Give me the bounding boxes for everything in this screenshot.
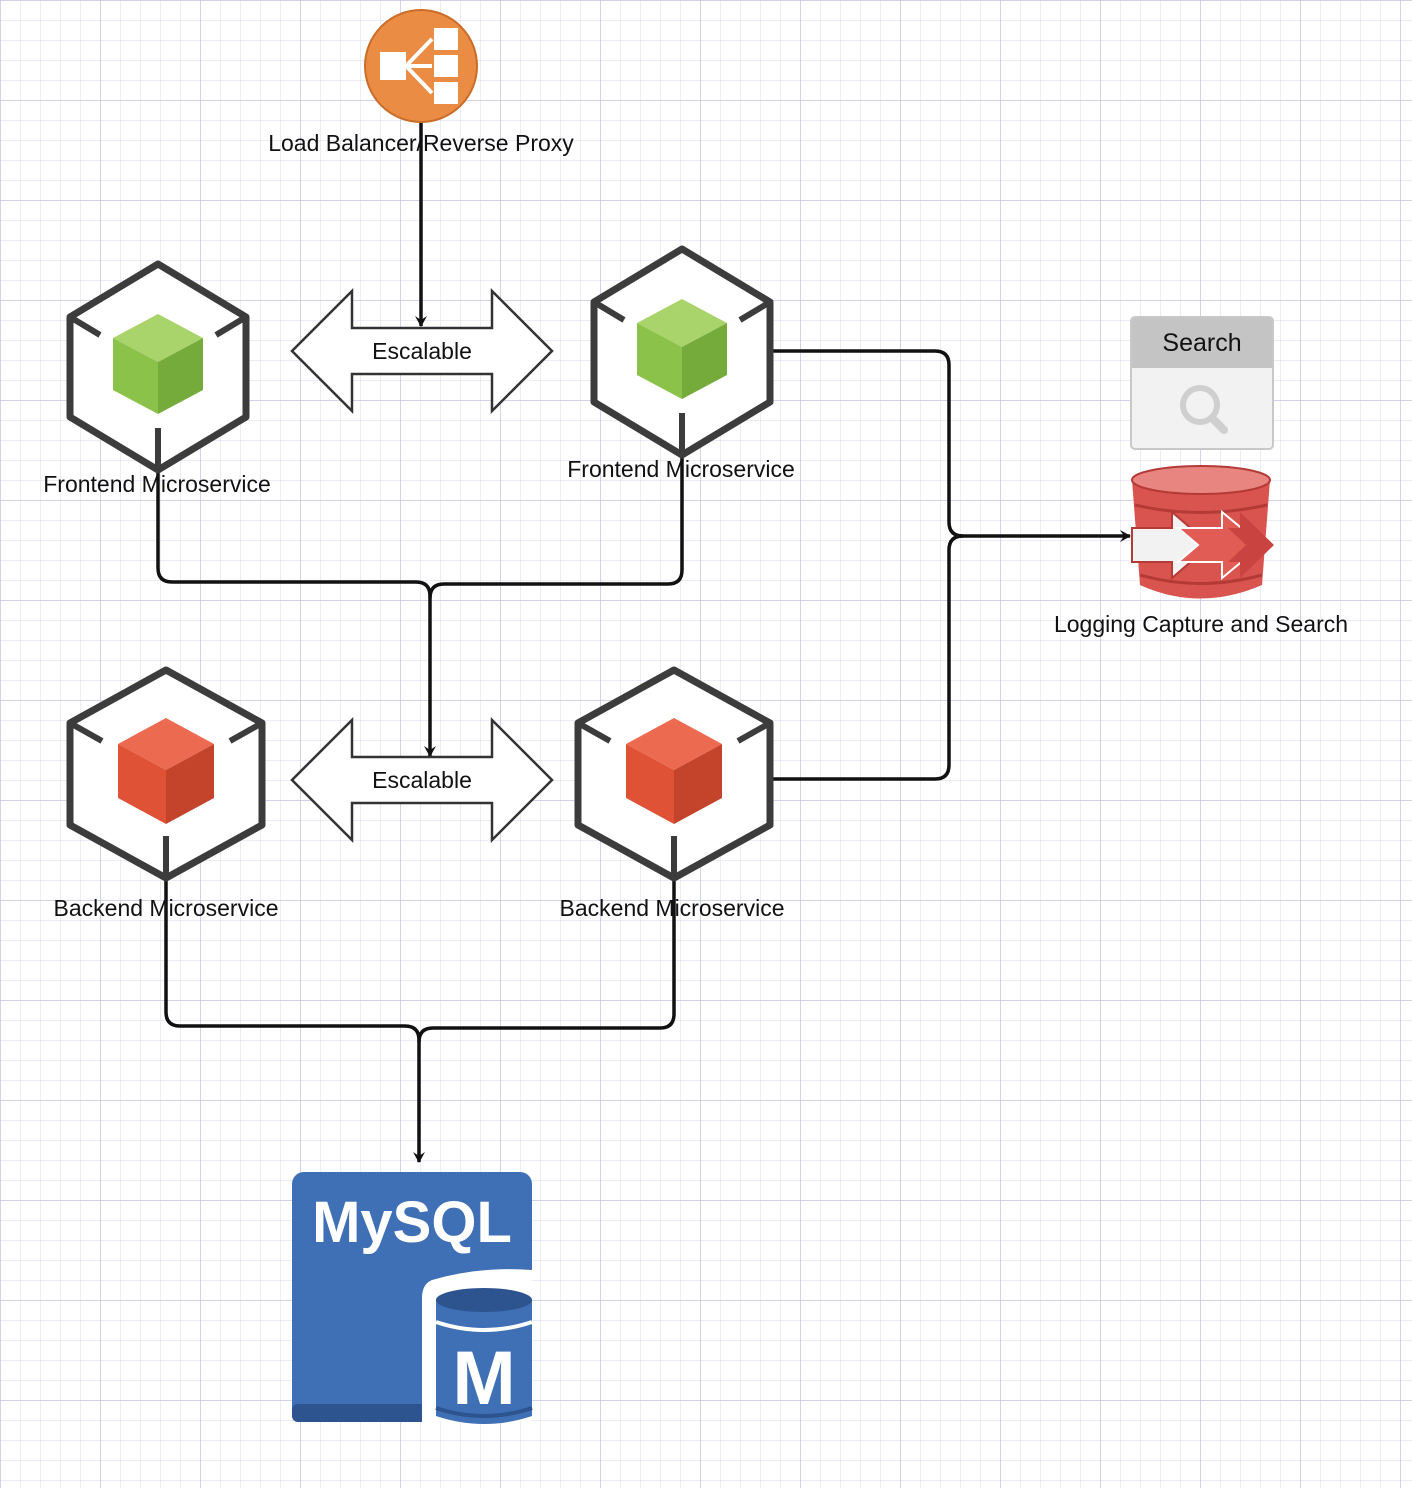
frontend-right-label: Frontend Microservice <box>567 456 795 482</box>
logging-label: Logging Capture and Search <box>1053 611 1349 637</box>
backend-left-label: Backend Microservice <box>53 895 279 921</box>
load-balancer-icon[interactable] <box>364 9 478 123</box>
backend-right-label: Backend Microservice <box>559 895 785 921</box>
scaling-arrow-backend <box>290 716 554 844</box>
mysql-title: MySQL <box>312 1190 512 1255</box>
frontend-right-cube-icon[interactable] <box>590 245 774 459</box>
mysql-database-icon[interactable]: MySQL M <box>292 1172 533 1424</box>
edge-frontend-right-to-logging <box>770 349 1131 542</box>
backend-left-cube-icon[interactable] <box>66 666 266 882</box>
edge-backend-left-to-mysql <box>164 860 425 1163</box>
frontend-left-label: Frontend Microservice <box>43 471 271 497</box>
frontend-left-cube-icon[interactable] <box>66 260 250 474</box>
scaling-arrow-frontend <box>290 287 554 415</box>
backend-right-cube-icon[interactable] <box>574 666 774 882</box>
mysql-m-glyph: M <box>452 1336 515 1421</box>
scaling-label-backend: Escalable <box>372 767 472 793</box>
search-title: Search <box>1132 318 1272 368</box>
scaling-label-frontend: Escalable <box>372 338 472 364</box>
logging-bucket-icon[interactable] <box>1131 465 1274 599</box>
search-panel[interactable]: Search <box>1130 316 1274 450</box>
connectors <box>156 118 1131 1163</box>
load-balancer-label: Load Balancer/Reverse Proxy <box>268 130 574 156</box>
magnifier-icon <box>1180 385 1228 434</box>
edge-backend-right-to-logging <box>770 534 964 781</box>
edge-backend-right-to-mysql <box>417 860 676 1043</box>
edge-frontend-right-to-backend <box>428 440 684 599</box>
edge-frontend-left-to-backend <box>156 430 436 757</box>
